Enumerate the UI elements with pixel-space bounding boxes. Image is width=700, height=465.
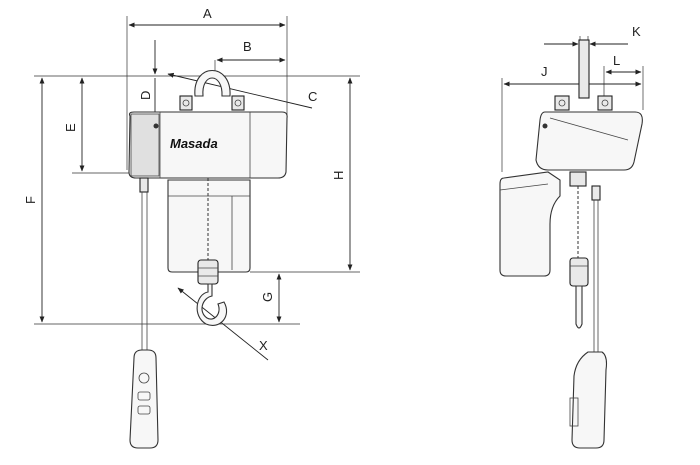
side-bolt-right xyxy=(601,99,609,107)
front-view: A B C D E F H G X xyxy=(23,6,360,449)
pendant-up-button xyxy=(137,391,151,401)
side-hoist-body xyxy=(535,111,643,171)
bracket-bolt-left xyxy=(182,99,190,107)
side-load-hook xyxy=(575,285,583,329)
chain-container xyxy=(167,179,251,273)
side-bolt-left xyxy=(558,99,566,107)
dim-label-h: H xyxy=(331,171,346,180)
dim-label-b: B xyxy=(243,39,252,54)
cable-gland xyxy=(139,177,149,193)
bracket-bolt-right xyxy=(234,99,242,107)
side-container-rim xyxy=(499,183,549,191)
side-cable-gland xyxy=(591,185,601,201)
dim-label-k: K xyxy=(632,24,641,39)
dim-label-g: G xyxy=(260,292,275,302)
side-body-bolt xyxy=(542,123,548,129)
dim-label-l: L xyxy=(613,53,620,68)
load-hook xyxy=(196,283,228,326)
hook-block xyxy=(197,259,219,285)
dim-line-c xyxy=(167,72,313,109)
side-view: K L J xyxy=(499,24,644,449)
pendant-emergency-button xyxy=(138,372,150,384)
side-chain-container xyxy=(499,171,561,277)
side-hook-block xyxy=(569,257,589,287)
dim-label-e: E xyxy=(63,123,78,132)
body-bolt xyxy=(153,123,159,129)
side-bracket-left xyxy=(554,95,570,111)
side-chain-guide xyxy=(569,171,587,187)
hoist-body xyxy=(128,111,288,179)
side-bracket-right xyxy=(597,95,613,111)
brand-logo: Masada xyxy=(170,136,218,151)
dim-label-j: J xyxy=(541,64,548,79)
suspension-bracket-right xyxy=(231,95,245,111)
side-pendant-grip xyxy=(569,397,579,427)
pendant-down-button xyxy=(137,405,151,415)
dim-line-x xyxy=(177,287,269,361)
dim-label-a: A xyxy=(203,6,212,21)
top-suspension-hook xyxy=(194,70,231,97)
side-pendant-control xyxy=(571,351,608,449)
dim-label-d: D xyxy=(138,91,153,100)
side-hook-shank xyxy=(578,39,590,99)
suspension-bracket-left xyxy=(179,95,193,111)
dim-label-x: X xyxy=(259,338,268,353)
dim-label-f: F xyxy=(23,196,38,204)
motor-end-cap xyxy=(130,113,160,177)
dim-label-c: C xyxy=(308,89,317,104)
side-body-contour xyxy=(549,117,629,141)
pendant-control xyxy=(129,349,159,449)
